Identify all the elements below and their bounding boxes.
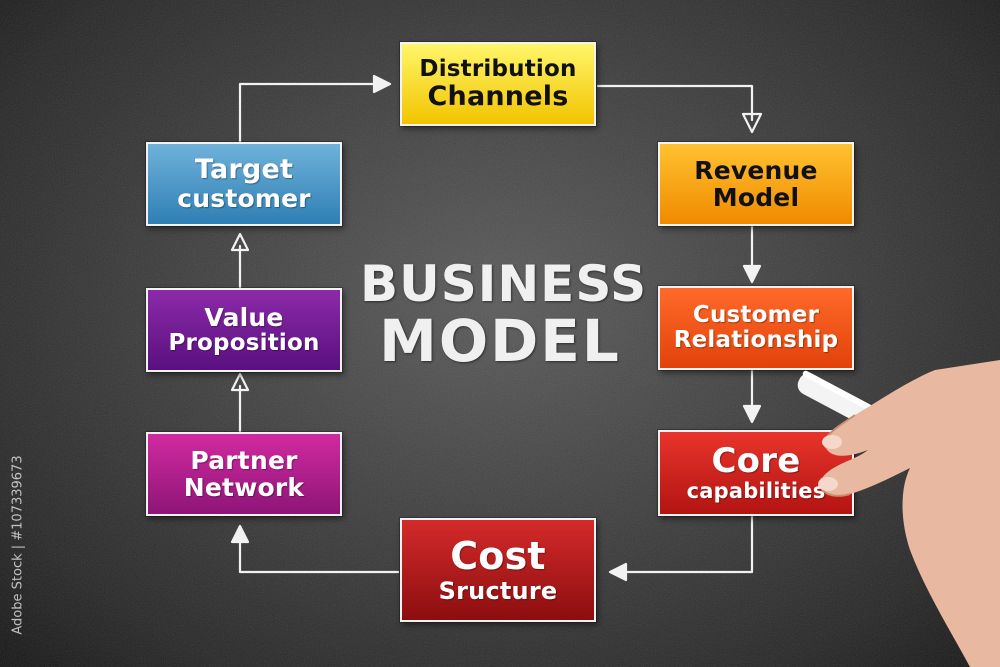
hand-with-chalk bbox=[797, 360, 1000, 667]
box-target-customer: Target customer bbox=[146, 142, 342, 226]
partner-line2: Network bbox=[183, 473, 305, 502]
box-core-capabilities: Core capabilities bbox=[658, 430, 854, 516]
value-line1: Value bbox=[204, 302, 284, 332]
relationship-line2: Relationship bbox=[673, 327, 839, 353]
distribution-line2: Channels bbox=[427, 80, 569, 112]
box-partner-network: Partner Network bbox=[146, 432, 342, 516]
title-line1: BUSINESS bbox=[360, 255, 648, 313]
cost-line1: Cost bbox=[450, 533, 546, 578]
distribution-line1: Distribution bbox=[419, 55, 577, 82]
core-line1: Core bbox=[711, 440, 801, 481]
box-distribution-channels: Distribution Channels bbox=[400, 42, 596, 126]
target-line1: Target bbox=[194, 154, 294, 186]
cost-line2: Sructure bbox=[438, 576, 558, 605]
hand-shape bbox=[820, 360, 1000, 667]
partner-line1: Partner bbox=[190, 445, 298, 475]
box-customer-relationship: Customer Relationship bbox=[658, 286, 854, 370]
arrow-cost-to-partner bbox=[238, 528, 400, 574]
revenue-line1: Revenue bbox=[694, 155, 818, 185]
core-line2: capabilities bbox=[686, 479, 826, 504]
arrow-core-to-cost bbox=[612, 513, 754, 574]
stock-watermark: Adobe Stock | #107339673 bbox=[8, 430, 28, 660]
title-line2: MODEL bbox=[379, 306, 621, 375]
value-line2: Proposition bbox=[168, 330, 320, 357]
revenue-line2: Model bbox=[712, 183, 800, 212]
target-line2: customer bbox=[177, 184, 311, 214]
box-value-proposition: Value Proposition bbox=[146, 288, 342, 372]
arrow-target-to-distribution bbox=[238, 82, 387, 144]
arrow-distribution-to-revenue bbox=[596, 84, 754, 122]
watermark-text: Adobe Stock | #107339673 bbox=[10, 455, 26, 635]
business-model-title: BUSINESS MODEL bbox=[360, 255, 648, 375]
box-revenue-model: Revenue Model bbox=[658, 142, 854, 226]
box-cost-structure: Cost Sructure bbox=[400, 518, 596, 622]
relationship-line1: Customer bbox=[692, 301, 820, 328]
